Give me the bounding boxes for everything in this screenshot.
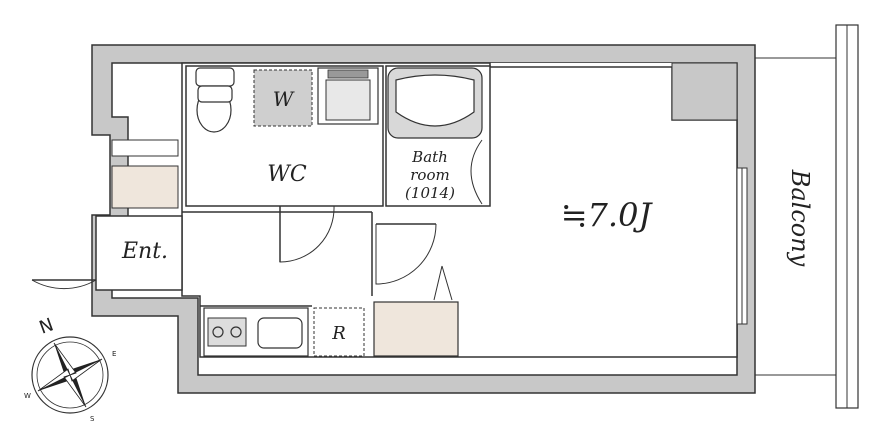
refrigerator-space xyxy=(313,307,365,357)
shoe-cabinet-top xyxy=(111,139,179,157)
wc-label: WC xyxy=(267,162,307,187)
closet-body xyxy=(373,301,459,357)
top-right-wall-block xyxy=(671,62,738,121)
wc-walls xyxy=(185,65,384,207)
stove xyxy=(207,317,247,347)
bath-room xyxy=(385,65,491,207)
entrance-label: Ent. xyxy=(121,239,168,264)
washer-space xyxy=(253,69,313,127)
bath-label-1: Bath xyxy=(411,148,448,166)
compass xyxy=(31,336,109,414)
room-size-label: ≒7.0J xyxy=(561,196,654,234)
compass-west-label: W xyxy=(24,392,31,400)
closet-door-right xyxy=(441,265,453,301)
stove-burner-right xyxy=(230,326,242,338)
refrigerator-label: R xyxy=(331,323,346,344)
balcony-label: Balcony xyxy=(786,169,814,267)
corridor-partitions xyxy=(182,211,437,307)
compass-north-label: N xyxy=(37,314,57,338)
balcony-window xyxy=(736,24,859,409)
stove-burner-left xyxy=(212,326,224,338)
kitchen-sink xyxy=(257,317,303,349)
washer-label: W xyxy=(273,87,295,111)
entrance-area xyxy=(31,139,183,291)
bath-door xyxy=(470,139,483,205)
interior-floor xyxy=(182,63,737,357)
compass-south-label: S xyxy=(90,415,95,423)
bathtub-inner xyxy=(395,74,475,127)
compass-ring-inner xyxy=(36,341,104,409)
bath-label-2: room xyxy=(410,166,449,184)
closet-door-left xyxy=(433,265,443,301)
exterior-walls xyxy=(91,44,756,394)
kitchen xyxy=(203,307,365,357)
compass-needle-light xyxy=(37,342,103,408)
room-door-swing xyxy=(375,223,437,285)
wc-door-swing xyxy=(279,205,335,263)
bath-label-3: (1014) xyxy=(405,184,455,202)
closet xyxy=(373,265,459,357)
washbasin-bowl xyxy=(325,79,371,121)
wc-room xyxy=(185,65,384,263)
entrance-floor xyxy=(95,215,183,291)
shoe-cabinet xyxy=(111,165,179,209)
toilet-seat xyxy=(197,85,233,103)
toilet-tank xyxy=(195,67,235,87)
compass-east-label: E xyxy=(112,350,116,358)
entrance-door-swing xyxy=(31,216,97,290)
washbasin-faucet xyxy=(327,69,369,79)
